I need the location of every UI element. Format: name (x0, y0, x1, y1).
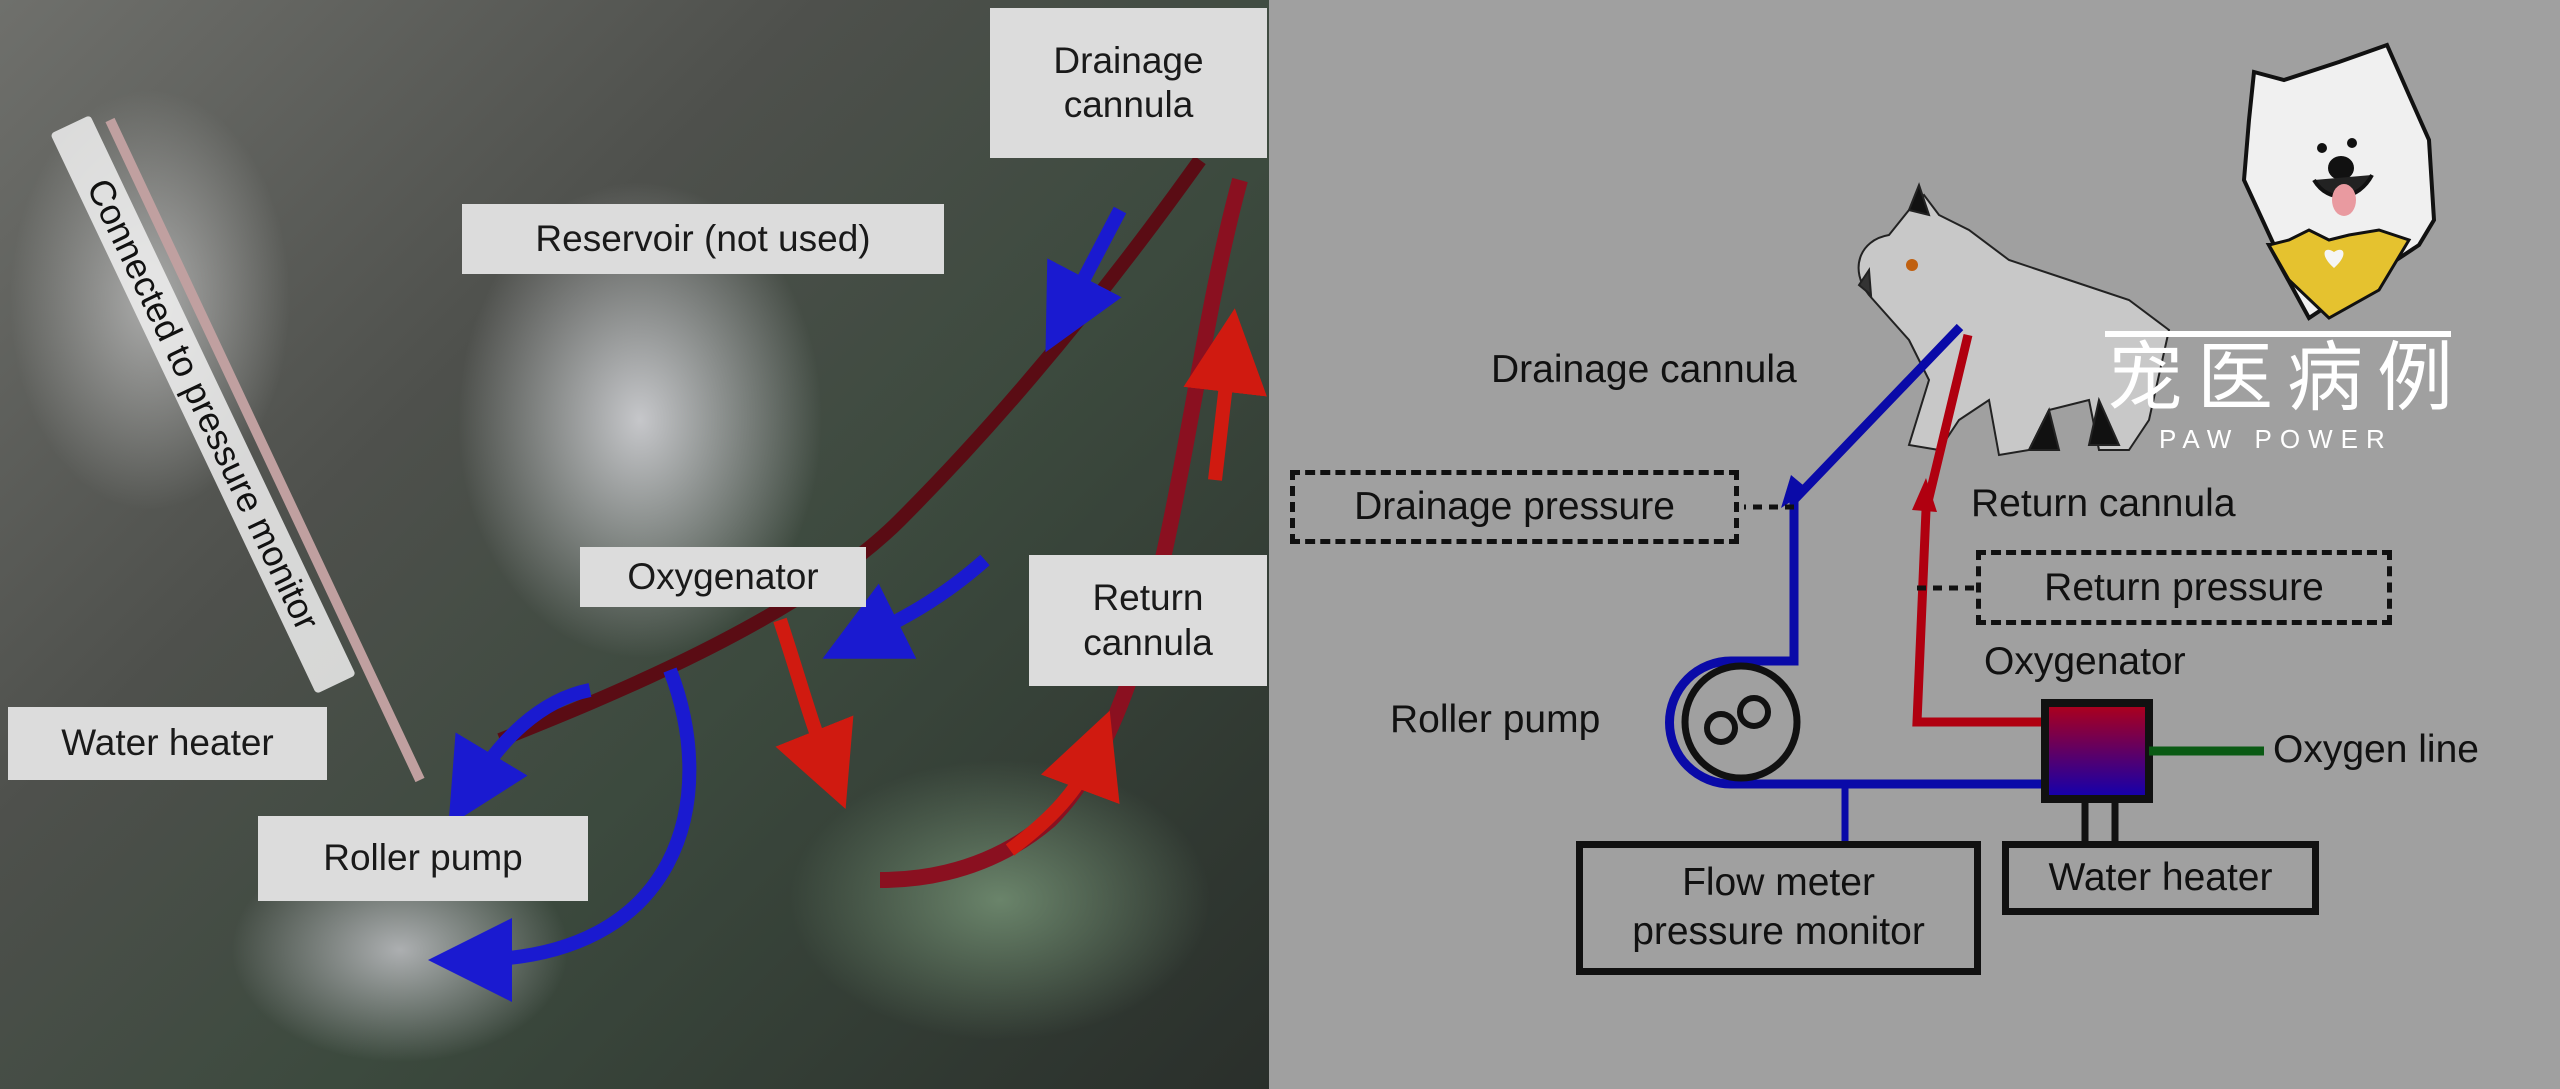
label-return-cannula: Return cannula (1029, 555, 1267, 686)
label-return-cannula: Return cannula (1971, 482, 2236, 525)
oxygenator-icon (2041, 699, 2153, 803)
logo-divider (2105, 331, 2451, 337)
flow-meter-line2: pressure monitor (1632, 910, 1925, 953)
label-roller-pump: Roller pump (1390, 698, 1601, 741)
label-drainage-cannula: Drainage cannula (1491, 348, 1797, 391)
label-oxygenator: Oxygenator (1984, 640, 2186, 683)
arrow-drainage-2 (822, 554, 990, 659)
arrow-drainage-3 (448, 683, 592, 827)
circuit-schematic: Drainage cannula Drainage pressure Retur… (1269, 0, 2560, 1089)
drainage-pressure-box: Drainage pressure (1290, 470, 1739, 544)
roller-pump-icon (1681, 662, 1801, 782)
arrow-drainage-1 (1045, 206, 1127, 353)
arrow-return-3 (773, 617, 854, 809)
label-oxygenator: Oxygenator (580, 547, 866, 607)
wolf-illustration (1857, 182, 2171, 457)
drainage-line (1665, 323, 2049, 842)
logo-dog-icon (2241, 42, 2437, 321)
logo-chinese-text: 宠医病例 (2107, 333, 2467, 422)
arrow-return-1 (1183, 308, 1267, 481)
tube-pressure (105, 117, 425, 783)
photo-arrows (105, 117, 1267, 1002)
flow-meter-box: Flow meter pressure monitor (1576, 841, 1981, 975)
label-water-heater: Water heater (8, 707, 327, 780)
arrow-drainage-4 (428, 667, 697, 1002)
tube-red (879, 177, 1248, 888)
arrow-return-2 (1005, 710, 1120, 856)
label-oxygen-line: Oxygen line (2273, 728, 2479, 771)
return-line (1912, 333, 2049, 727)
flow-meter-line1: Flow meter (1682, 861, 1875, 905)
label-roller-pump: Roller pump (258, 816, 588, 901)
water-heater-box: Water heater (2002, 841, 2319, 915)
return-pressure-box: Return pressure (1976, 550, 2392, 625)
circuit-photo: Connected to pressure monitor Drainage c… (0, 0, 1269, 1089)
label-drainage-cannula: Drainage cannula (990, 8, 1267, 158)
logo-english-text: PAW POWER (2159, 424, 2393, 454)
schematic-lines (1665, 42, 2437, 842)
label-reservoir: Reservoir (not used) (462, 204, 944, 274)
